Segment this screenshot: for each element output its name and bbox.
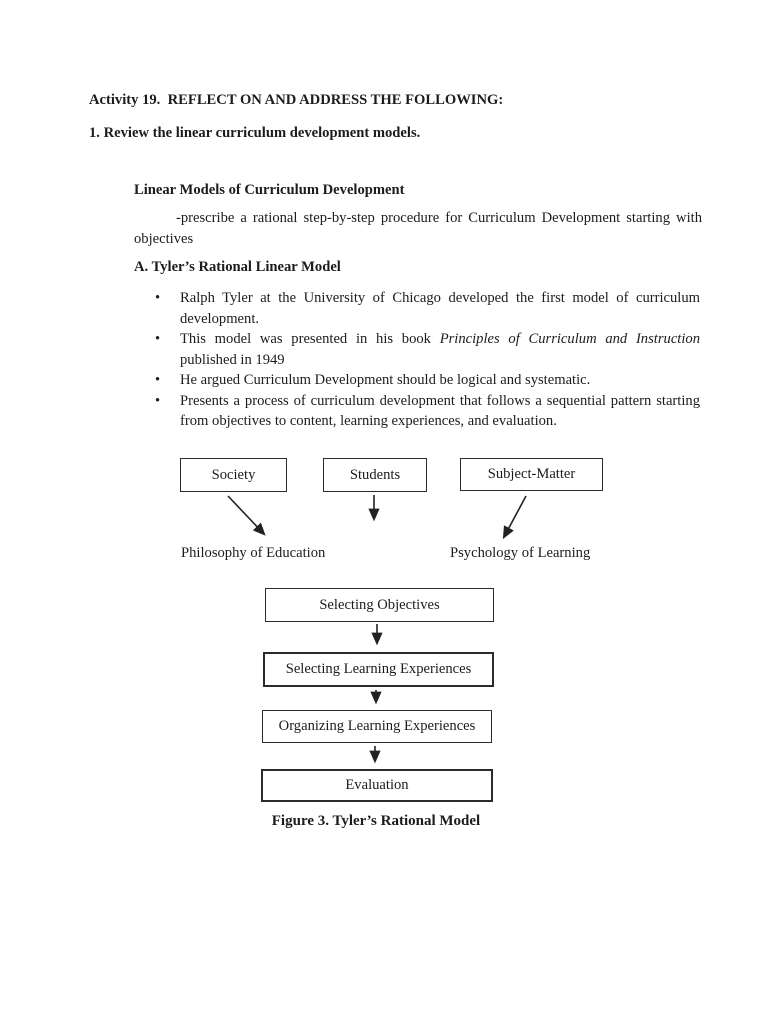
source-box-students: Students [323,458,427,492]
step-box-organizing-learning-experiences: Organizing Learning Experiences [262,710,492,743]
task-heading: 1. Review the linear curriculum developm… [89,125,421,141]
bullet-dot-icon: • [155,331,161,347]
psychology-of-learning-label: Psychology of Learning [450,545,591,561]
bullet-item: • He argued Curriculum Development shoul… [155,370,700,391]
figure-caption: Figure 3. Tyler’s Rational Model [271,813,481,829]
philosophy-of-education-label: Philosophy of Education [181,545,326,561]
arrow-subject-matter-to-psychology [502,495,527,540]
bullet-text: Ralph Tyler at the University of Chicago… [180,288,700,329]
bullet-dot-icon: • [155,372,161,388]
bullet-list: • Ralph Tyler at the University of Chica… [155,288,700,432]
step-box-selecting-objectives: Selecting Objectives [265,588,494,622]
source-box-subject-matter: Subject-Matter [460,458,603,491]
bullet-italic-segment: Principles of Curriculum and Instruction [439,331,700,347]
bullet-segment: Presents a process of curriculum develop… [180,392,700,430]
activity-heading: Activity 19. REFLECT ON AND ADDRESS THE … [89,92,504,108]
bullet-text: He argued Curriculum Development should … [180,370,700,391]
step-box-evaluation: Evaluation [261,769,493,802]
bullet-segment: He argued Curriculum Development should … [180,372,591,388]
bullet-segment: This model was presented in his book [180,331,440,347]
arrow-society-to-philosophy [227,495,266,536]
section-description: -prescribe a rational step-by-step proce… [134,210,702,247]
step-box-selecting-learning-experiences: Selecting Learning Experiences [263,652,494,687]
section-title: Linear Models of Curriculum Development [134,182,405,198]
bullet-text: This model was presented in his book Pri… [180,329,700,370]
bullet-dot-icon: • [155,290,161,306]
bullet-text: Presents a process of curriculum develop… [180,391,700,432]
bullet-segment: published in 1949 [180,351,285,368]
bullet-item: • Presents a process of curriculum devel… [155,391,700,432]
subsection-title: A. Tyler’s Rational Linear Model [134,259,341,275]
source-box-society: Society [180,458,287,492]
bullet-dot-icon: • [155,392,161,409]
bullet-item: • Ralph Tyler at the University of Chica… [155,288,700,329]
bullet-item: • This model was presented in his book P… [155,329,700,370]
bullet-segment: Ralph Tyler at the University of Chicago… [180,290,700,327]
